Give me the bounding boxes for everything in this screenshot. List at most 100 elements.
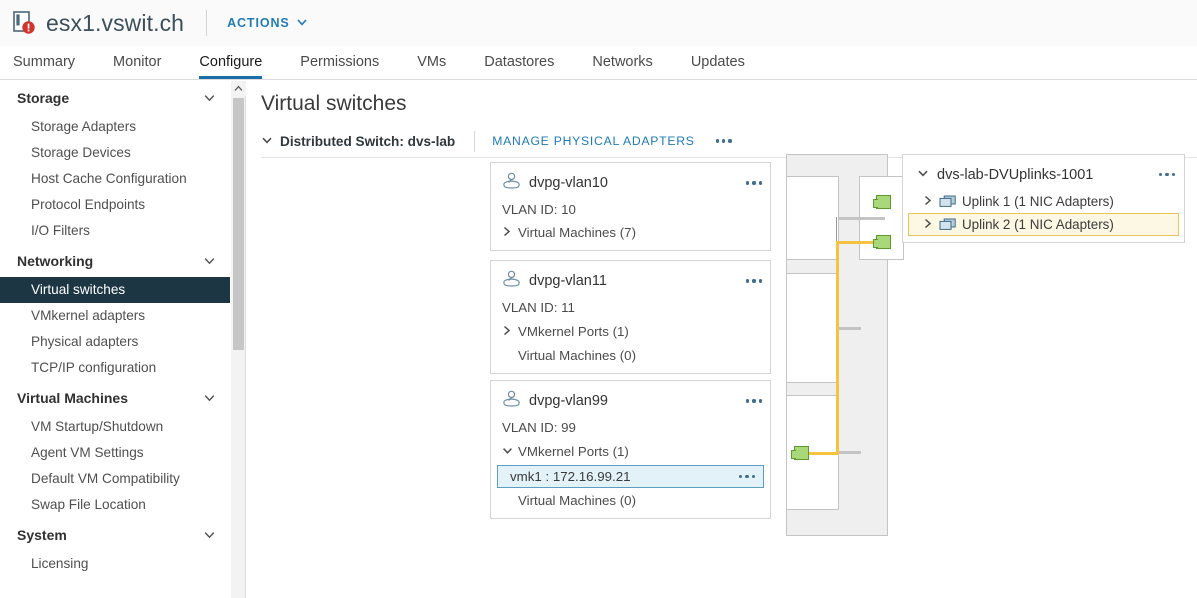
port-group-vlan: VLAN ID: 10	[491, 198, 770, 222]
scroll-up-icon[interactable]	[231, 81, 246, 96]
manage-physical-adapters-link[interactable]: MANAGE PHYSICAL ADAPTERS	[492, 134, 695, 148]
switch-bus-line	[839, 327, 861, 330]
nic-adapter-icon	[939, 218, 956, 231]
chevron-right-icon	[502, 221, 514, 245]
tab-configure[interactable]: Configure	[199, 54, 263, 79]
toolbar-divider	[474, 130, 476, 152]
chevron-down-icon	[203, 254, 216, 267]
port-group-vmkernel-row[interactable]: VMkernel Ports (1)	[491, 320, 770, 344]
nav-group-system[interactable]: System	[0, 518, 230, 551]
uplinks-panel: dvs-lab-DVUplinks-1001 Uplink 1 (1 NIC A…	[902, 154, 1185, 243]
port-group-vlan: VLAN ID: 99	[491, 416, 770, 440]
distributed-switch-label: Distributed Switch: dvs-lab	[280, 133, 456, 149]
sidebar-item-swap-file-location[interactable]: Swap File Location	[31, 497, 146, 512]
sidebar-item-vmkernel-adapters[interactable]: VMkernel adapters	[31, 308, 146, 323]
tab-permissions[interactable]: Permissions	[300, 53, 380, 70]
nav-group-virtual-machines[interactable]: Virtual Machines	[0, 381, 230, 414]
switch-toolbar: Distributed Switch: dvs-lab MANAGE PHYSI…	[261, 125, 1197, 158]
port-group-vlan: VLAN ID: 11	[491, 296, 770, 320]
switch-port-slot	[786, 176, 839, 260]
nav-group-label: Networking	[17, 252, 94, 269]
port-group-vm-row: Virtual Machines (0)	[491, 344, 770, 373]
port-group-more-actions-icon[interactable]	[745, 399, 762, 403]
active-uplink-path	[836, 241, 839, 455]
sidebar-item-agent-vm-settings[interactable]: Agent VM Settings	[31, 445, 144, 460]
vmkernel-port-item[interactable]: vmk1 : 172.16.99.21	[497, 465, 764, 488]
vm-count-label: Virtual Machines (0)	[518, 492, 636, 508]
sidebar-item-virtual-switches[interactable]: Virtual switches	[0, 277, 230, 303]
distributed-switch-selector[interactable]: Distributed Switch: dvs-lab	[261, 134, 455, 149]
port-group-card: dvpg-vlan11 VLAN ID: 11 VMkernel Ports (…	[490, 260, 771, 374]
uplinks-more-actions-icon[interactable]	[1158, 172, 1175, 177]
sidebar-item-physical-adapters[interactable]: Physical adapters	[31, 334, 139, 349]
tab-bar: Summary Monitor Configure Permissions VMs Dat…	[0, 46, 1197, 80]
virtual-switch-diagram	[786, 154, 904, 536]
vlan-label: VLAN ID: 10	[502, 202, 576, 217]
sidebar-item-default-vm-compatibility[interactable]: Default VM Compatibility	[31, 471, 180, 486]
sidebar-item-i-o-filters[interactable]: I/O Filters	[31, 223, 90, 238]
app-header: esx1.vswit.ch ACTIONS	[0, 0, 1197, 46]
switch-trunk-line	[836, 217, 837, 243]
switch-topology-canvas: dvpg-vlan10 VLAN ID: 10 Virtual Machines…	[247, 154, 1197, 598]
actions-label: ACTIONS	[227, 16, 290, 30]
chevron-right-icon[interactable]	[923, 217, 933, 232]
vmkernel-count-label: VMkernel Ports (1)	[518, 324, 629, 339]
switch-bus-line	[839, 451, 861, 454]
sidebar-scroll-thumb[interactable]	[233, 98, 244, 350]
port-group-vm-row[interactable]: Virtual Machines (7)	[491, 222, 770, 250]
tab-summary[interactable]: Summary	[13, 53, 76, 70]
toolbar-more-actions-icon[interactable]	[715, 139, 732, 143]
tab-datastores[interactable]: Datastores	[484, 53, 555, 70]
chevron-down-icon	[203, 528, 216, 541]
port-group-name: dvpg-vlan99	[529, 393, 608, 409]
uplinks-panel-title: dvs-lab-DVUplinks-1001	[937, 166, 1094, 183]
chevron-right-icon[interactable]	[923, 194, 933, 209]
port-group-more-actions-icon[interactable]	[745, 181, 762, 185]
port-group-vmkernel-row[interactable]: VMkernel Ports (1)	[491, 440, 770, 464]
sidebar-item-licensing[interactable]: Licensing	[31, 556, 89, 571]
vm-count-label: Virtual Machines (0)	[518, 347, 636, 363]
chevron-down-icon	[261, 134, 273, 149]
page-host-title: esx1.vswit.ch	[46, 9, 185, 36]
uplink-label: Uplink 2 (1 NIC Adapters)	[962, 217, 1114, 232]
port-group-more-actions-icon[interactable]	[745, 279, 762, 283]
sidebar-item-vm-startup-shutdown[interactable]: VM Startup/Shutdown	[31, 419, 164, 434]
nic-adapter-icon	[939, 195, 956, 208]
switch-port-slot	[786, 273, 839, 383]
active-uplink-path	[836, 241, 884, 244]
tab-monitor[interactable]: Monitor	[113, 53, 162, 70]
port-group-header: dvpg-vlan11	[491, 266, 770, 296]
switch-uplink-bus-line	[861, 217, 885, 220]
nav-group-networking[interactable]: Networking	[0, 244, 230, 277]
vlan-label: VLAN ID: 99	[502, 420, 576, 435]
tab-networks[interactable]: Networks	[592, 53, 653, 70]
sidebar-item-storage-devices[interactable]: Storage Devices	[31, 145, 131, 160]
tab-vms[interactable]: VMs	[417, 53, 447, 70]
port-group-icon	[502, 389, 521, 413]
port-group-vm-row: Virtual Machines (0)	[491, 489, 770, 518]
sidebar-item-tcp-ip-configuration[interactable]: TCP/IP configuration	[31, 360, 157, 375]
sidebar-item-protocol-endpoints[interactable]: Protocol Endpoints	[31, 197, 146, 212]
port-group-card: dvpg-vlan10 VLAN ID: 10 Virtual Machines…	[490, 162, 771, 251]
port-group-header: dvpg-vlan99	[491, 386, 770, 416]
actions-button[interactable]: ACTIONS	[227, 16, 308, 31]
uplink-row-1[interactable]: Uplink 1 (1 NIC Adapters)	[908, 190, 1179, 213]
switch-bus-line	[839, 217, 861, 220]
sidebar-item-storage-adapters[interactable]: Storage Adapters	[31, 119, 137, 134]
chevron-down-icon[interactable]	[917, 166, 929, 184]
port-group-name: dvpg-vlan10	[529, 175, 608, 191]
chevron-down-icon	[502, 440, 514, 464]
vmkernel-more-actions-icon[interactable]	[738, 474, 755, 479]
nav-group-label: System	[17, 526, 67, 543]
uplink-row-2[interactable]: Uplink 2 (1 NIC Adapters)	[908, 213, 1179, 236]
tab-updates[interactable]: Updates	[690, 53, 745, 70]
chevron-down-icon	[296, 16, 308, 31]
nav-group-storage[interactable]: Storage	[0, 81, 230, 114]
sidebar-scrollbar[interactable]	[231, 81, 246, 598]
sidebar-item-host-cache-configuration[interactable]: Host Cache Configuration	[31, 171, 187, 186]
vm-count-label: Virtual Machines (7)	[518, 225, 636, 240]
port-group-header: dvpg-vlan10	[491, 168, 770, 198]
main-content: Virtual switches Distributed Switch: dvs…	[247, 81, 1197, 598]
chevron-down-icon	[203, 391, 216, 404]
